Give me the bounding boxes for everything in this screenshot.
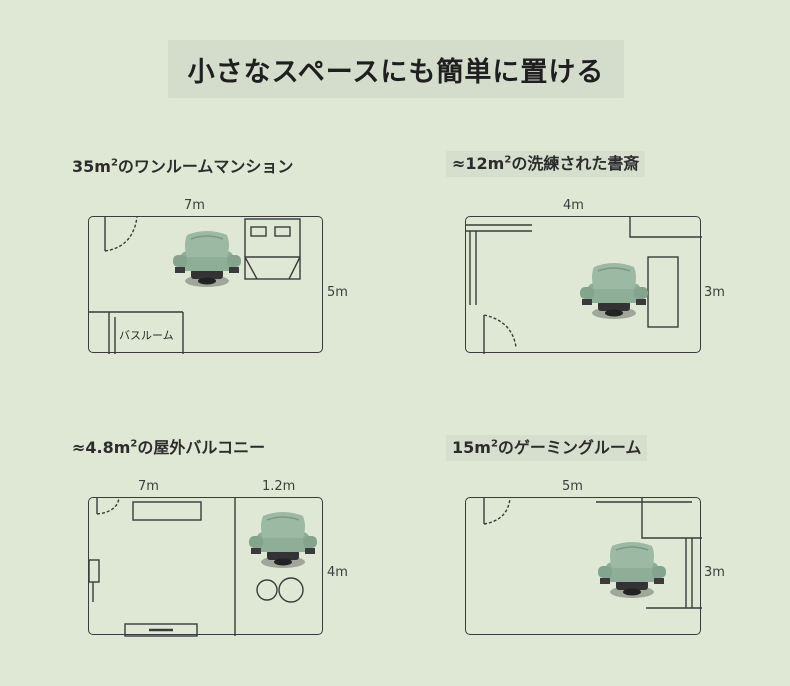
caption-balcony-sup: 2	[130, 438, 138, 450]
caption-study-sup: 2	[504, 154, 512, 166]
gaming-walls	[483, 497, 702, 609]
caption-studio-sup: 2	[110, 157, 118, 169]
caption-gaming-text: のゲーミングルーム	[497, 438, 642, 457]
page-title: 小さなスペースにも簡単に置ける	[187, 56, 605, 88]
plan-studio: バスルーム	[88, 216, 323, 354]
caption-gaming-area: 15m	[452, 438, 491, 457]
gaming-chair	[597, 541, 667, 599]
gaming-height-label: 3m	[704, 565, 725, 580]
studio-walls	[89, 216, 301, 354]
caption-study-area: ≈12m	[452, 154, 505, 173]
title-band: 小さなスペースにも簡単に置ける	[168, 40, 624, 98]
caption-gaming-sup: 2	[490, 438, 498, 450]
caption-balcony-text: の屋外バルコニー	[137, 438, 266, 457]
caption-balcony-area: ≈4.8m	[72, 438, 131, 457]
caption-gaming-band: 15m2のゲーミングルーム	[446, 435, 648, 461]
plan-balcony	[88, 497, 323, 637]
studio-height-label: 5m	[327, 285, 348, 300]
study-width-label: 4m	[563, 198, 584, 213]
caption-study-text: の洗練された書斎	[511, 154, 640, 173]
caption-studio-text: のワンルームマンション	[117, 157, 294, 176]
caption-studio-area: 35m	[72, 157, 111, 176]
studio-room-label: バスルーム	[119, 329, 174, 342]
balcony-width2-label: 1.2m	[262, 479, 296, 494]
caption-study-band: ≈12m2の洗練された書斎	[446, 151, 646, 177]
caption-balcony: ≈4.8m2の屋外バルコニー	[72, 434, 265, 458]
study-height-label: 3m	[704, 285, 725, 300]
balcony-chair	[248, 511, 318, 569]
plan-gaming	[465, 497, 702, 635]
caption-studio: 35m2のワンルームマンション	[72, 153, 293, 177]
studio-width-label: 7m	[184, 198, 205, 213]
balcony-height-label: 4m	[327, 565, 348, 580]
balcony-width-label: 7m	[138, 479, 159, 494]
study-chair	[579, 262, 649, 320]
study-walls	[466, 217, 702, 354]
gaming-width-label: 5m	[562, 479, 583, 494]
caption-gaming: 15m2のゲーミングルーム	[446, 434, 648, 461]
studio-chair	[172, 230, 242, 288]
plan-study	[465, 216, 702, 354]
caption-study: ≈12m2の洗練された書斎	[446, 150, 646, 177]
balcony-walls	[88, 497, 304, 637]
